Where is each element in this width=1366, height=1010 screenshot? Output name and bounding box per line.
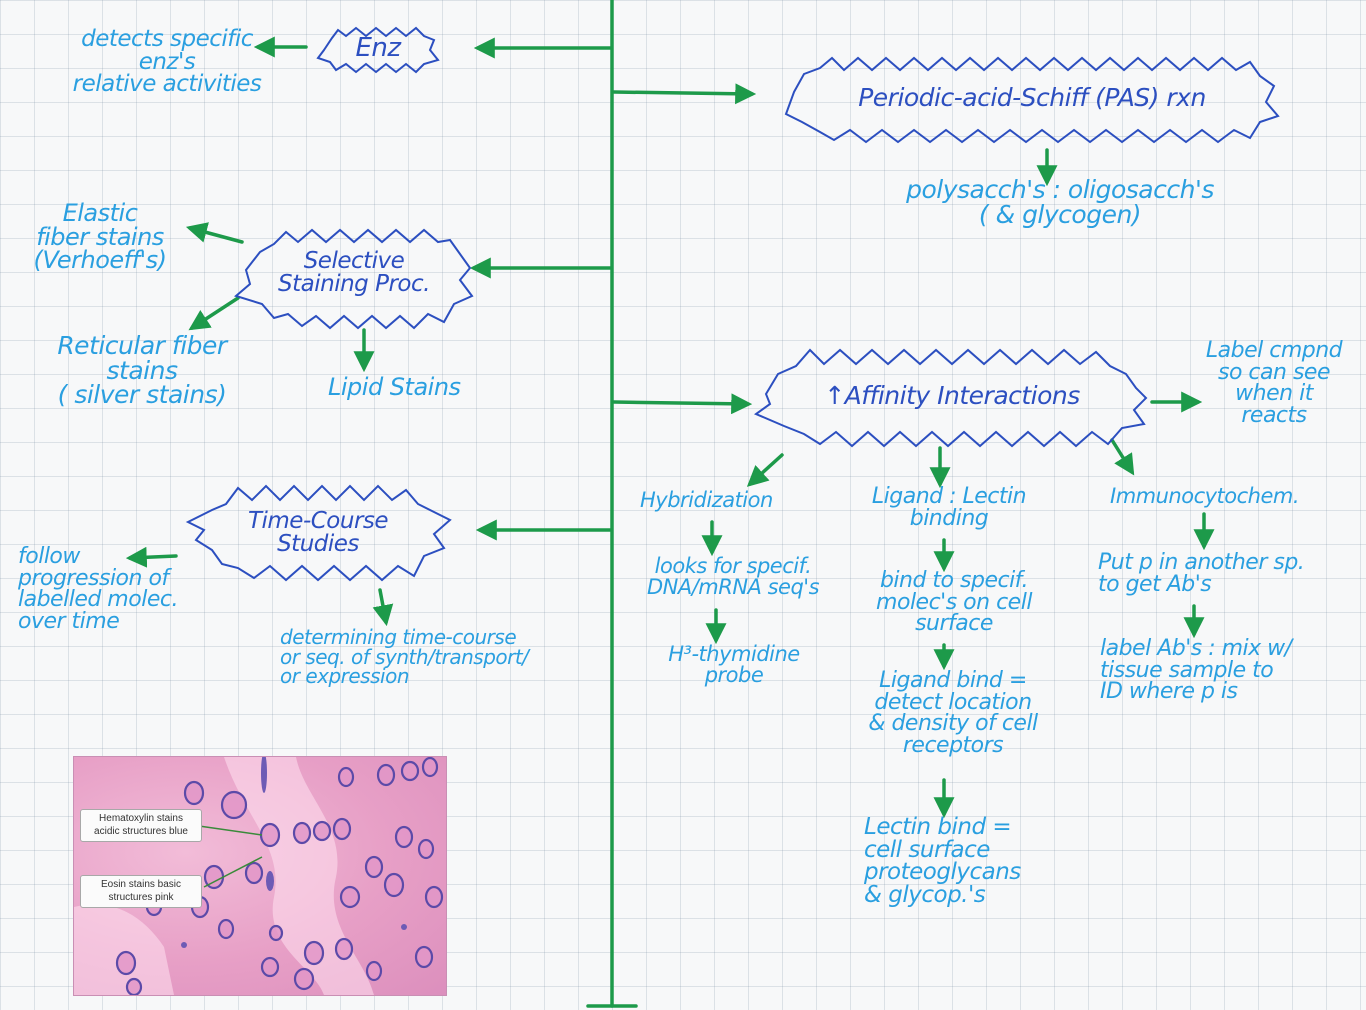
note-ligand-bind-specif: bind to specif. molec's on cell surface <box>876 568 1032 637</box>
note-hybridization: Hybridization <box>640 488 773 512</box>
callout-hematoxylin: Hematoxylin stains acidic structures blu… <box>80 809 202 842</box>
node-affinity: ↑Affinity Interactions <box>752 344 1152 452</box>
arrow-selective-to-reticular <box>188 296 240 331</box>
spiky-bubble-shape <box>753 348 1148 448</box>
note-reticular-fiber-stains: Reticular fiber stains ( silver stains) <box>57 331 227 409</box>
histology-cells <box>74 757 444 995</box>
note-lipid-stains: Lipid Stains <box>328 373 461 401</box>
node-time-course-label: Time-Course Studies <box>247 508 389 557</box>
spiky-bubble-shape <box>784 56 1280 144</box>
node-enz-label: Enz <box>355 33 401 63</box>
arrow-timecourse-to-follow <box>125 546 178 568</box>
arrow-affinity-to-hybridization <box>746 453 784 487</box>
arrow-trunk-to-affinity <box>612 393 753 415</box>
note-detects-specific-enz: detects specific enz's relative activiti… <box>72 26 262 98</box>
note-pas-result: polysacch's : oligosacch's ( & glycogen) <box>906 175 1214 229</box>
node-selective-staining: Selective Staining Proc. <box>232 224 476 336</box>
note-ligand-lectin-binding: Ligand : Lectin binding <box>871 484 1027 531</box>
callout-eosin: Eosin stains basic structures pink <box>80 875 202 908</box>
note-elastic-fiber-stains: Elastic fiber stains (Verhoeff's) <box>33 199 167 275</box>
note-hyb-looks-for: looks for specif. DNA/mRNA seq's <box>646 554 820 599</box>
node-time-course: Time-Course Studies <box>182 480 454 590</box>
spiky-bubble-shape <box>185 484 452 582</box>
node-affinity-label: ↑Affinity Interactions <box>824 381 1080 410</box>
arrow-affinity-to-immuno <box>1110 438 1135 476</box>
node-pas: Periodic-acid-Schiff (PAS) rxn <box>780 52 1284 148</box>
note-immunocytochem: Immunocytochem. <box>1110 484 1300 508</box>
node-pas-label: Periodic-acid-Schiff (PAS) rxn <box>858 83 1206 112</box>
note-imm-put-p: Put p in another sp. to get Ab's <box>1098 550 1305 597</box>
node-enz: Enz <box>316 24 440 76</box>
note-hyb-probe: H³-thymidine probe <box>668 642 800 687</box>
note-determining-time-course: determining time-course or seq. of synth… <box>280 625 529 689</box>
spiky-bubble-shape <box>316 26 440 74</box>
node-selective-label: Selective Staining Proc. <box>278 248 430 297</box>
note-label-compound: Label cmpnd so can see when it reacts <box>1205 338 1343 428</box>
arrow-timecourse-to-determining <box>372 588 394 627</box>
arrow-selective-to-elastic <box>185 222 244 244</box>
histology-photo: Hematoxylin stains acidic structures blu… <box>73 756 447 996</box>
note-imm-label-abs: label Ab's : mix w/ tissue sample to ID … <box>1100 636 1292 705</box>
note-lectin-bind: Lectin bind = cell surface proteoglycans… <box>864 814 1021 908</box>
note-follow-progression: follow progression of labelled molec. ov… <box>18 544 178 634</box>
spiky-bubble-shape <box>233 228 474 330</box>
arrow-trunk-to-pas <box>612 83 757 105</box>
note-ligand-bind-detect: Ligand bind = detect location & density … <box>868 668 1038 758</box>
